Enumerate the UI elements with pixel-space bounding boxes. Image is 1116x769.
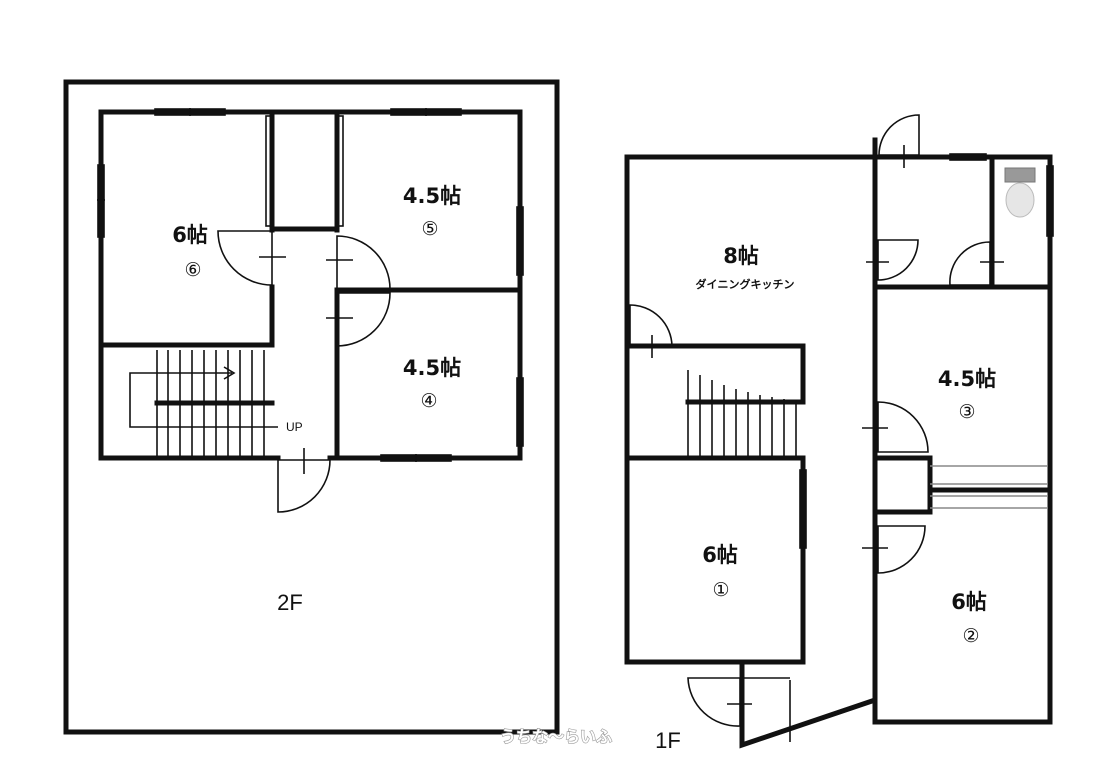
room5-size: 4.5帖 [403,184,461,208]
room1-number: ① [712,579,729,601]
floor-1f-label: 1F [655,728,681,753]
stairs-1f [687,370,797,456]
watermark: うちな～らいふ [500,727,612,746]
floor-2f-walls [98,109,523,461]
room6-number: ⑥ [184,259,201,281]
floor-2f-label: 2F [277,590,303,615]
floor-2f-plan: UP 6帖 ⑥ 4.5帖 ⑤ 4.5帖 ④ 2F [63,79,560,735]
room4-size: 4.5帖 [403,356,461,380]
room6-size: 6帖 [172,223,208,247]
room8-size: 8帖 [723,244,759,268]
stair-enclosure [624,343,806,405]
room6-wall [98,284,275,348]
windows-2f [97,108,524,462]
room3-number: ③ [958,401,975,423]
doors-1f [629,114,1004,727]
room1-size: 6帖 [702,543,738,567]
up-label: UP [286,420,303,434]
doors-2f [217,230,391,513]
room5-number: ⑤ [421,218,438,240]
room3-size: 4.5帖 [938,367,996,391]
room8-sub: ダイニングキッチン [696,277,795,291]
room2-number: ② [962,625,979,647]
closet-1f [872,455,933,515]
stairs-2f [129,350,278,456]
windows-1f [789,153,1054,742]
toilet-icon [1004,167,1036,218]
room2-size: 6帖 [951,590,987,614]
floor-1f-plan: 8帖 ダイニングキッチン 4.5帖 ③ 6帖 ① 6帖 ② 1F [624,114,1054,753]
floor-2f-outline [63,79,560,735]
room4-number: ④ [420,390,437,412]
floor-1f-outer [624,154,1053,749]
floor-1f-walls [624,137,878,665]
